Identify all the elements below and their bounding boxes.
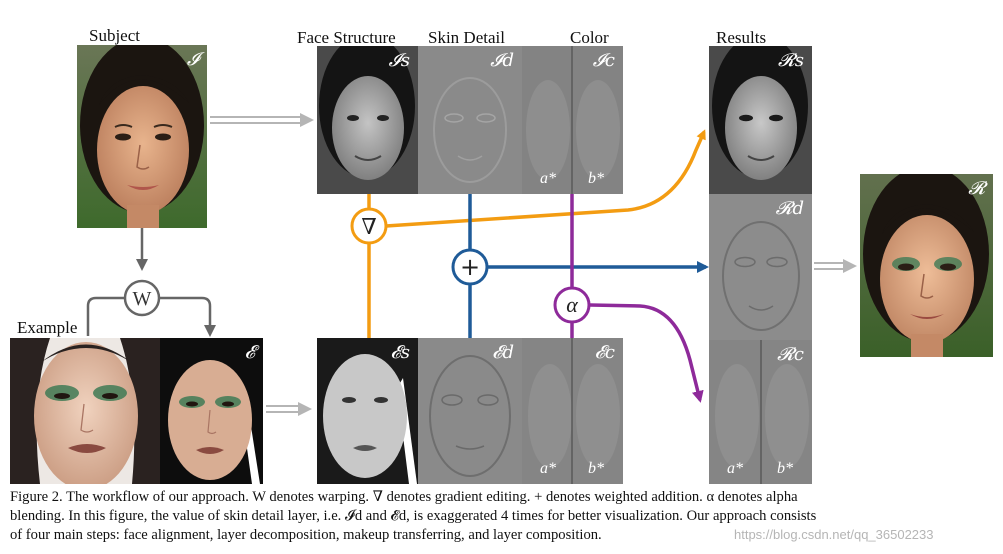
caption-line-3: of four main steps: face alignment, laye… — [10, 527, 602, 543]
compose-arrow — [814, 259, 857, 273]
alpha-symbol: α — [566, 292, 578, 317]
warp-symbol: W — [133, 288, 152, 310]
decompose-arrow-subject — [210, 113, 314, 127]
gradient-symbol: ∇ — [361, 215, 376, 240]
color-output-line — [590, 305, 700, 400]
caption-line-1: Figure 2. The workflow of our approach. … — [10, 489, 798, 505]
warp-left-line — [88, 298, 124, 336]
caption-line-2: blending. In this figure, the value of s… — [10, 508, 816, 524]
gradient-output-line — [386, 132, 704, 226]
addition-symbol: + — [460, 253, 480, 281]
warp-output-line — [160, 298, 210, 334]
watermark: https://blog.csdn.net/qq_36502233 — [734, 527, 934, 542]
decompose-arrow-example — [266, 402, 312, 416]
